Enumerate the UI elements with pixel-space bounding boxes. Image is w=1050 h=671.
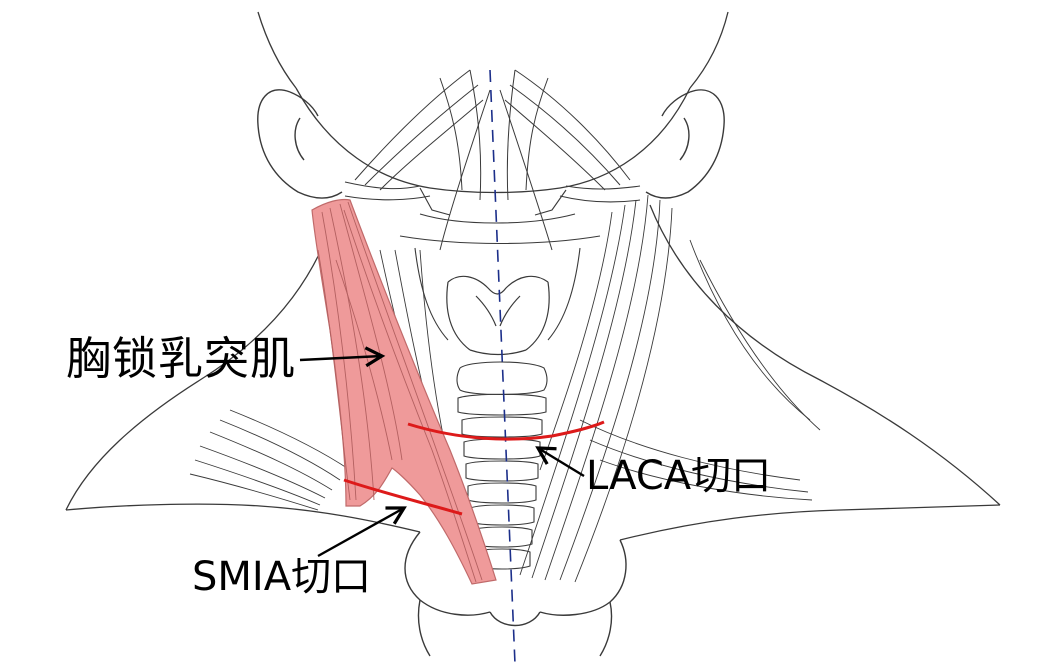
- scm-arrow: [299, 346, 386, 368]
- larynx-cartilage: [446, 275, 550, 356]
- scm-muscle-body: [311, 198, 497, 585]
- shoulder-outline: [65, 199, 1001, 541]
- submandibular-muscles: [354, 69, 631, 251]
- left-sternocleidomastoid: [311, 198, 497, 585]
- clavicle-bones: [404, 531, 627, 657]
- right-ear: [645, 89, 725, 199]
- jaw-lines: [344, 181, 641, 341]
- scm-label: 胸锁乳突肌: [66, 332, 297, 385]
- smia-arrow: [317, 506, 407, 558]
- smia-incision-label: SMIA切口: [192, 554, 372, 600]
- right-sternocleidomastoid: [519, 194, 821, 583]
- laca-arrow: [535, 446, 585, 478]
- head-outline: [257, 11, 729, 194]
- laca-incision-label: LACA切口: [586, 453, 772, 499]
- laca-incision-line: [407, 420, 605, 441]
- smia-incision-line: [343, 478, 463, 516]
- left-ear: [257, 89, 343, 199]
